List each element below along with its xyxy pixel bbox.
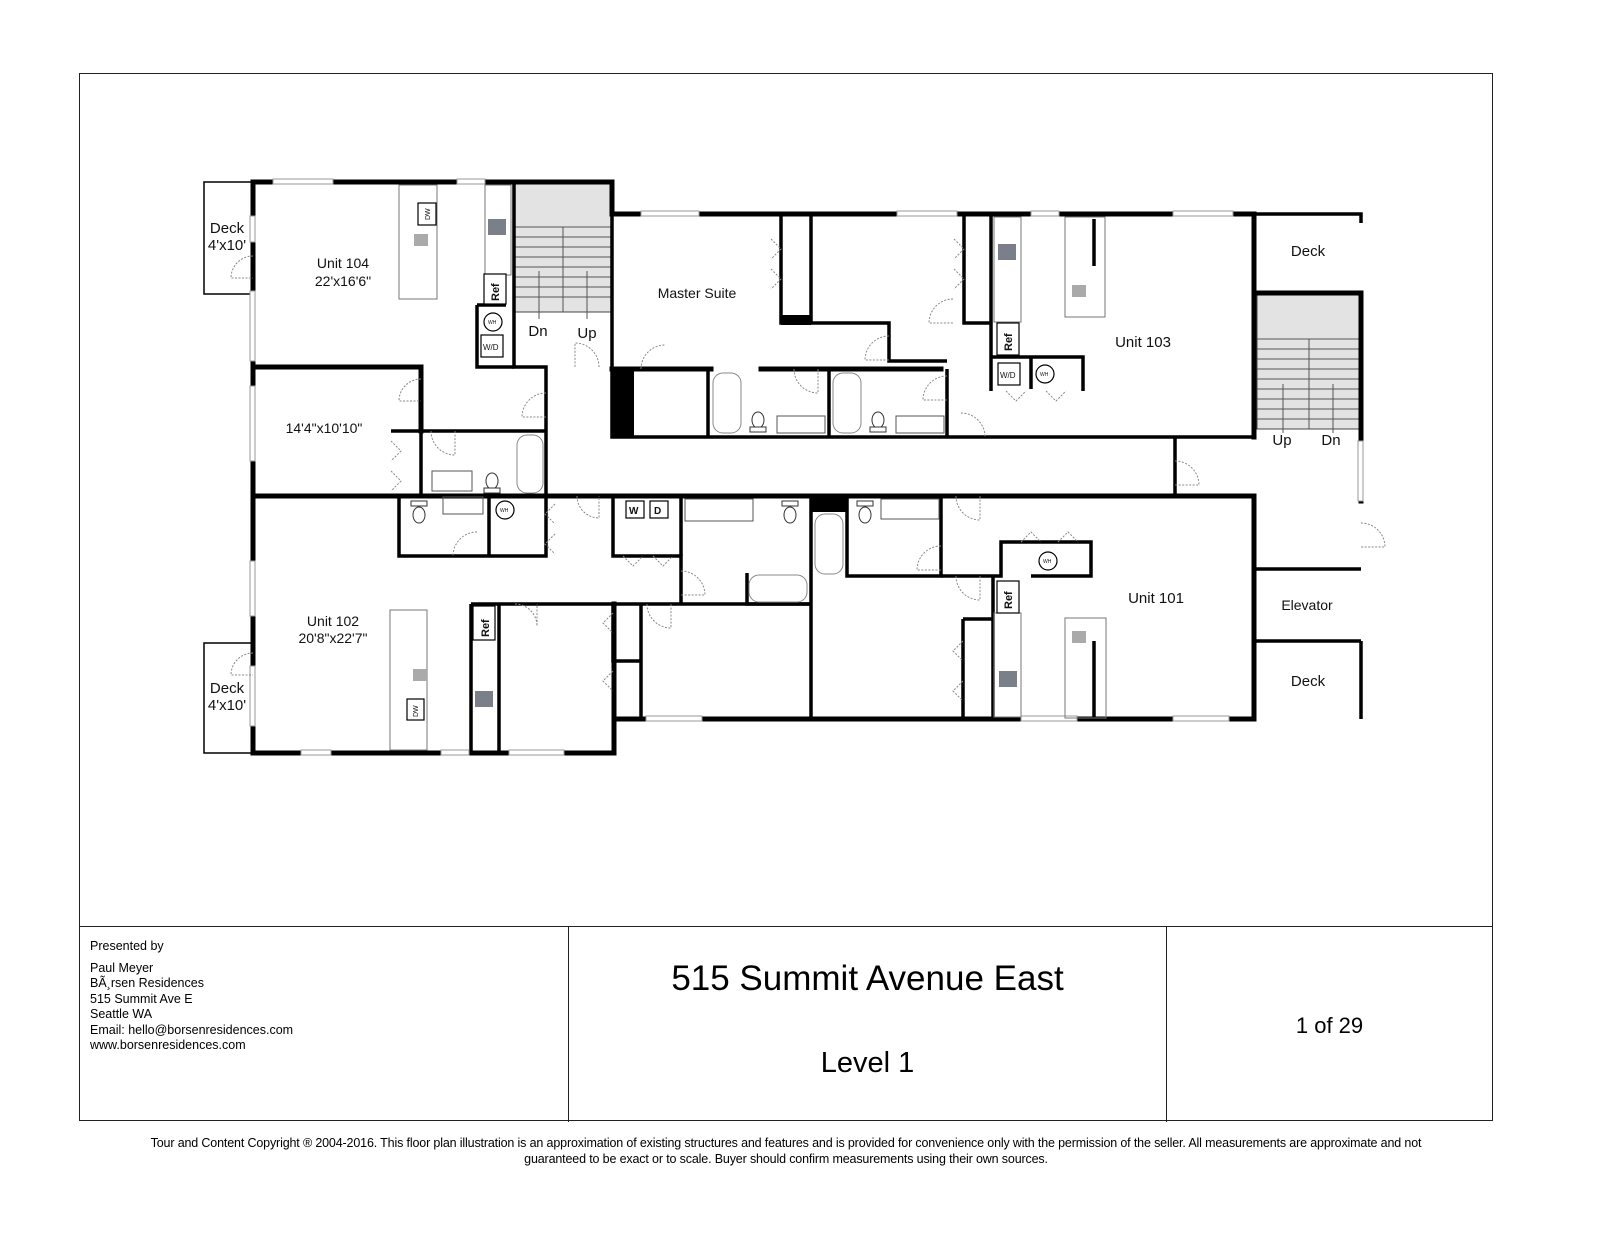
unit-103-label: Unit 103: [1115, 334, 1171, 351]
deck-bottom-right-label: Deck: [1291, 673, 1326, 690]
title-block: Presented by Paul Meyer BÃ¸rsen Residenc…: [80, 926, 1492, 1122]
windows: [249, 178, 1364, 756]
ref-label-101: Ref: [1003, 591, 1015, 609]
unit-104-label: Unit 104: [317, 255, 369, 271]
vanities: [431, 415, 945, 522]
bathtubs: [516, 372, 862, 603]
door-swings: [230, 238, 1386, 702]
cooktop-icons: [475, 219, 1017, 707]
deck-top-left-size: 4'x10': [208, 237, 246, 254]
elevator-label: Elevator: [1281, 597, 1333, 613]
stairwell-left: [513, 181, 613, 319]
page-info: 1 of 29: [1167, 927, 1492, 1122]
copyright-disclaimer: Tour and Content Copyright ® 2004-2016. …: [78, 1135, 1494, 1167]
stairs-left-up: Up: [577, 325, 596, 342]
property-heading: 515 Summit Avenue East Level 1: [569, 927, 1167, 1122]
presented-by-label: Presented by: [90, 939, 164, 953]
website: www.borsenresidences.com: [90, 1038, 246, 1052]
wd-label-103: W/D: [1000, 371, 1016, 380]
dryer-label: D: [654, 506, 661, 517]
deck-left-outlines: [203, 181, 254, 754]
presenter-info: Presented by Paul Meyer BÃ¸rsen Residenc…: [80, 927, 569, 1122]
sink-icons: [413, 234, 1086, 681]
wd-label-104: W/D: [483, 343, 499, 352]
toilets: [410, 411, 887, 524]
deck-bottom-left-size: 4'x10': [208, 697, 246, 714]
wh-label-102: WH: [500, 508, 509, 514]
unit-102-label: Unit 102: [307, 613, 359, 629]
deck-top-left-label: Deck: [210, 220, 245, 237]
dw-label-102: DW: [413, 705, 420, 717]
bedroom-104-size: 14'4"x10'10": [286, 420, 363, 436]
property-title: 515 Summit Avenue East: [671, 959, 1064, 998]
floor-plan-drawing: DW Ref WH W/D Ref W/D WH WH W D WH Ref R…: [80, 74, 1494, 926]
street-address: 515 Summit Ave E: [90, 991, 193, 1006]
wh-label-101: WH: [1043, 559, 1052, 565]
agent-name: Paul Meyer: [90, 960, 154, 975]
floor-plan-sheet: DW Ref WH W/D Ref W/D WH WH W D WH Ref R…: [79, 73, 1494, 1122]
ref-label-104: Ref: [490, 283, 502, 301]
email-line: Email: hello@borsenresidences.com: [90, 1022, 294, 1037]
stairs-right-down: Dn: [1321, 432, 1340, 449]
unit-102-size: 20'8"x22'7": [298, 630, 367, 646]
stairs-left-down: Dn: [528, 323, 547, 340]
unit-101-label: Unit 101: [1128, 590, 1184, 607]
city: Seattle WA: [90, 1007, 153, 1021]
deck-top-right-label: Deck: [1291, 243, 1326, 260]
stairs-right-up: Up: [1272, 432, 1291, 449]
company-name: BÃ¸rsen Residences: [90, 976, 204, 990]
fixture-boxes: [406, 202, 1058, 721]
unit-104-size: 22'x16'6": [315, 273, 371, 289]
ref-label-102: Ref: [480, 619, 492, 637]
copyright-line-1: Tour and Content Copyright ® 2004-2016. …: [150, 1136, 1422, 1150]
master-suite-label: Master Suite: [658, 285, 737, 301]
page-indicator: 1 of 29: [1295, 1013, 1364, 1038]
stairwell-right: [1256, 292, 1362, 433]
washer-label: W: [629, 506, 639, 517]
deck-bottom-left-label: Deck: [210, 680, 245, 697]
wh-label-103: WH: [1040, 372, 1049, 378]
ref-label-103: Ref: [1003, 333, 1015, 351]
dw-label-104: DW: [425, 208, 432, 220]
level-label: Level 1: [820, 1047, 915, 1079]
copyright-line-2: guaranteed to be exact or to scale. Buye…: [524, 1152, 1048, 1166]
interior-walls: [391, 182, 1254, 753]
wh-label-104: WH: [488, 320, 497, 326]
exterior-walls: [250, 179, 1364, 756]
